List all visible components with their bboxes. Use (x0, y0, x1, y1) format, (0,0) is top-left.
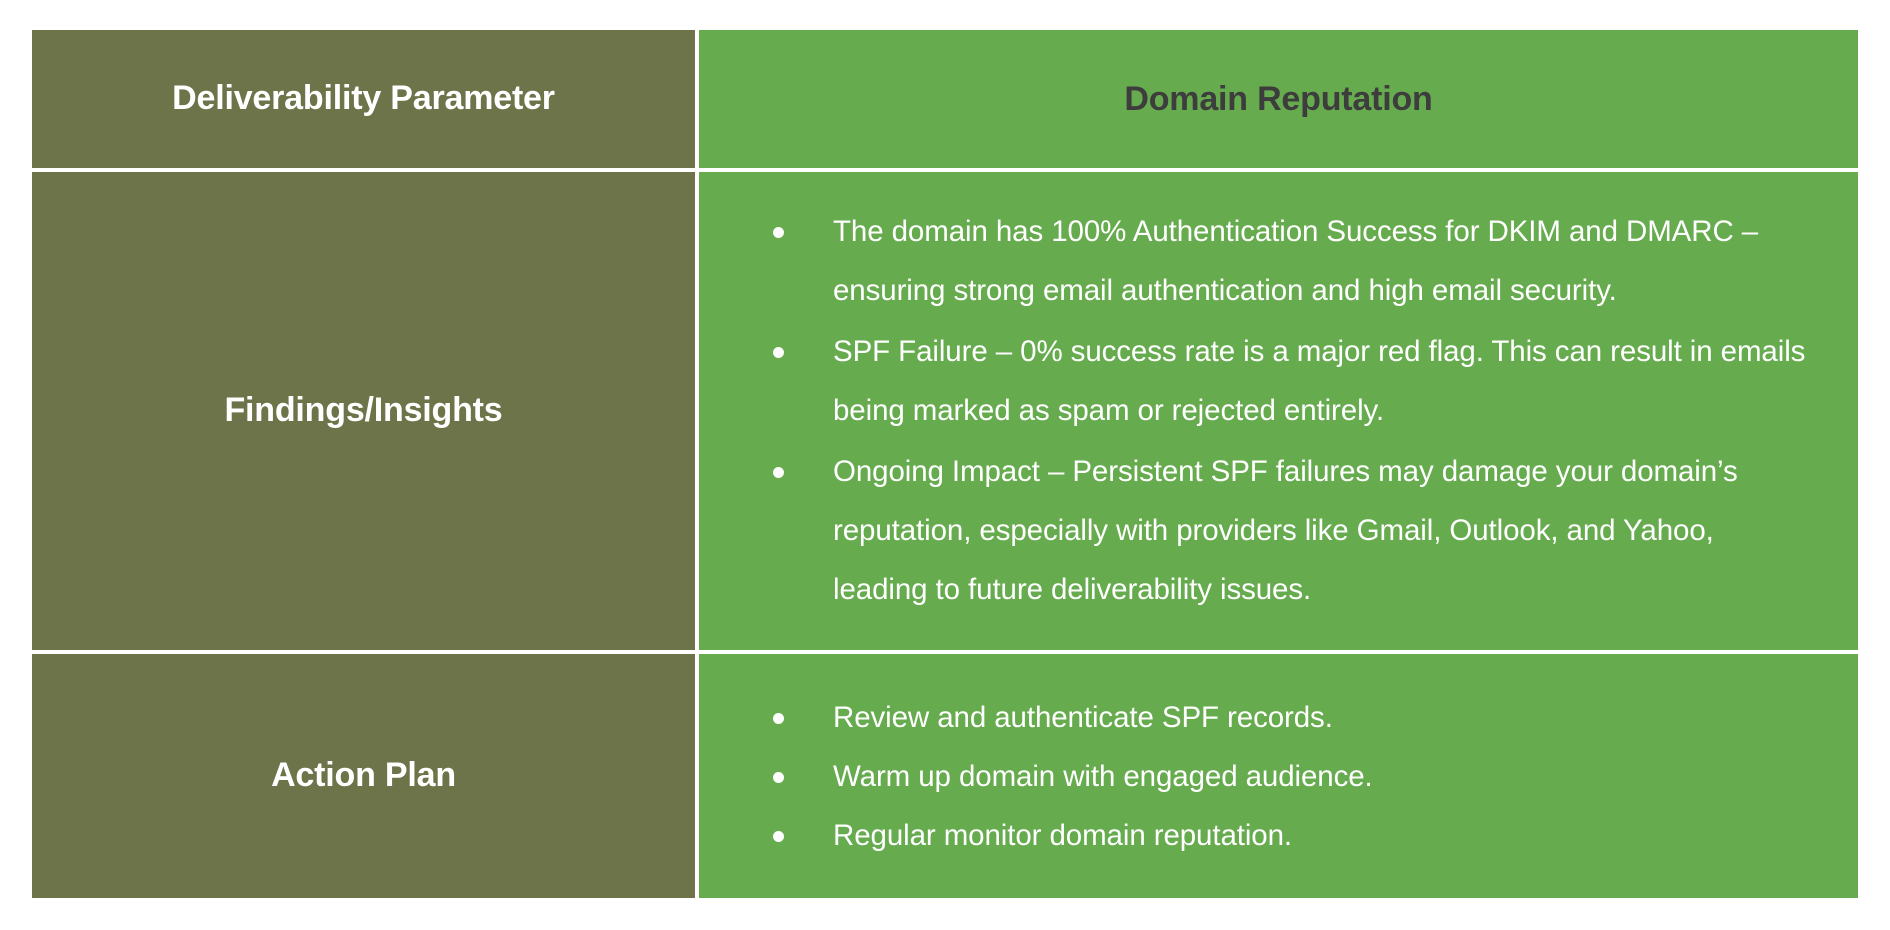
action-plan-bullet-list: Review and authenticate SPF records. War… (699, 688, 1858, 865)
bullet-dot-icon (773, 830, 784, 842)
table-row: Action Plan Review and authenticate SPF … (32, 654, 1858, 898)
table-row: Findings/Insights The domain has 100% Au… (32, 172, 1858, 650)
row-label-cell-action-plan: Action Plan (32, 654, 695, 898)
list-item: Warm up domain with engaged audience. (765, 747, 1812, 806)
bullet-dot-icon (773, 712, 784, 724)
row-label-action-plan: Action Plan (271, 756, 456, 795)
row-label-cell-findings: Findings/Insights (32, 172, 695, 650)
bullet-dot-icon (773, 226, 784, 238)
row-content-cell-action-plan: Review and authenticate SPF records. War… (699, 654, 1858, 898)
row-content-cell-findings: The domain has 100% Authentication Succe… (699, 172, 1858, 650)
column-header-parameter-label: Deliverability Parameter (172, 79, 555, 118)
bullet-dot-icon (773, 771, 784, 783)
list-item: Review and authenticate SPF records. (765, 688, 1812, 747)
list-item-text: Ongoing Impact – Persistent SPF failures… (833, 454, 1738, 606)
bullet-dot-icon (773, 346, 784, 358)
bullet-dot-icon (773, 466, 784, 478)
deliverability-table: Deliverability Parameter Domain Reputati… (32, 30, 1858, 898)
list-item: Regular monitor domain reputation. (765, 806, 1812, 865)
list-item-text: Regular monitor domain reputation. (833, 818, 1293, 852)
row-label-findings-insights: Findings/Insights (224, 391, 503, 430)
list-item: Ongoing Impact – Persistent SPF failures… (765, 442, 1812, 619)
list-item-text: Warm up domain with engaged audience. (833, 759, 1373, 793)
findings-bullet-list: The domain has 100% Authentication Succe… (699, 202, 1858, 621)
list-item: SPF Failure – 0% success rate is a major… (765, 322, 1812, 440)
list-item-text: Review and authenticate SPF records. (833, 700, 1333, 734)
list-item: The domain has 100% Authentication Succe… (765, 202, 1812, 320)
table-header-row: Deliverability Parameter Domain Reputati… (32, 30, 1858, 168)
list-item-text: The domain has 100% Authentication Succe… (833, 214, 1759, 307)
column-header-domain-reputation-label: Domain Reputation (1124, 79, 1433, 118)
list-item-text: SPF Failure – 0% success rate is a major… (833, 334, 1806, 427)
header-cell-domain-reputation: Domain Reputation (699, 30, 1858, 168)
header-cell-parameter: Deliverability Parameter (32, 30, 695, 168)
